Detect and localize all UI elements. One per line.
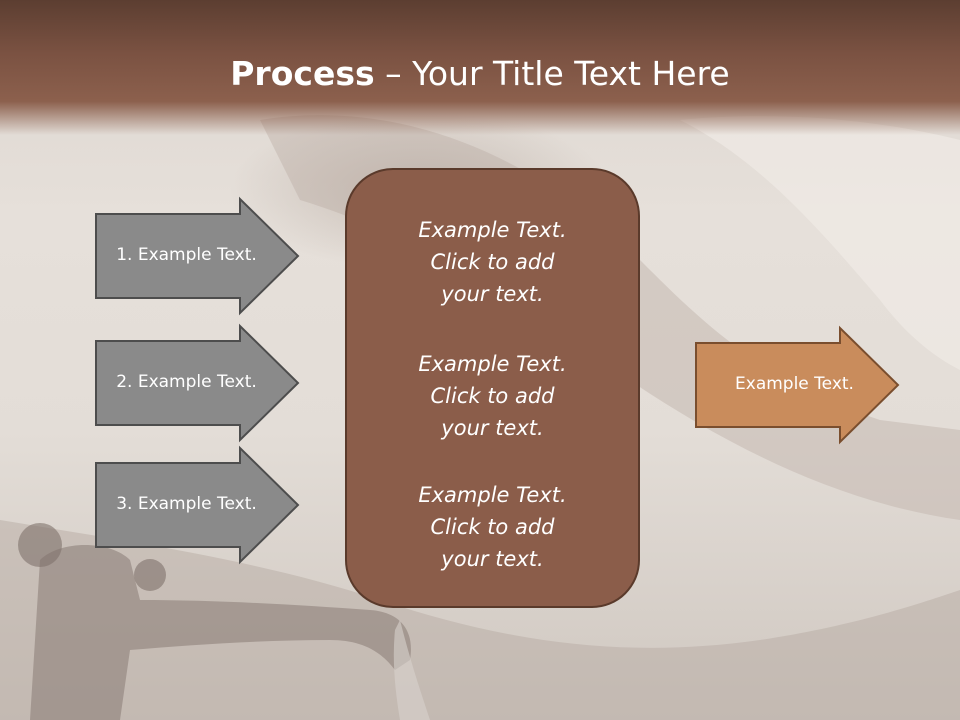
header-band (0, 0, 960, 135)
box-item-1[interactable]: Example Text. Click to add your text. (347, 214, 638, 310)
box-item-3[interactable]: Example Text. Click to add your text. (347, 479, 638, 575)
box-item-3-line3: your text. (441, 547, 544, 571)
box-item-1-line3: your text. (441, 282, 544, 306)
input-arrow-label-1: 1. Example Text. (116, 245, 257, 265)
box-item-2-line2: Click to add (430, 384, 555, 408)
input-arrow-label-2: 2. Example Text. (116, 372, 257, 392)
box-item-2-line1: Example Text. (418, 352, 567, 376)
title-rest: – Your Title Text Here (374, 54, 730, 93)
input-arrow-1[interactable] (95, 196, 300, 316)
output-arrow[interactable] (695, 325, 900, 445)
input-arrow-2[interactable] (95, 323, 300, 443)
box-item-2[interactable]: Example Text. Click to add your text. (347, 348, 638, 444)
output-arrow-label: Example Text. (735, 374, 854, 394)
input-arrow-label-3: 3. Example Text. (116, 494, 257, 514)
box-item-1-line2: Click to add (430, 250, 555, 274)
center-process-box[interactable]: Example Text. Click to add your text. Ex… (345, 168, 640, 608)
box-item-2-line3: your text. (441, 416, 544, 440)
box-item-1-line1: Example Text. (418, 218, 567, 242)
input-arrow-3[interactable] (95, 445, 300, 565)
box-item-3-line2: Click to add (430, 515, 555, 539)
title-bold: Process (230, 54, 375, 93)
slide-title: Process – Your Title Text Here (0, 50, 960, 98)
box-item-3-line1: Example Text. (418, 483, 567, 507)
